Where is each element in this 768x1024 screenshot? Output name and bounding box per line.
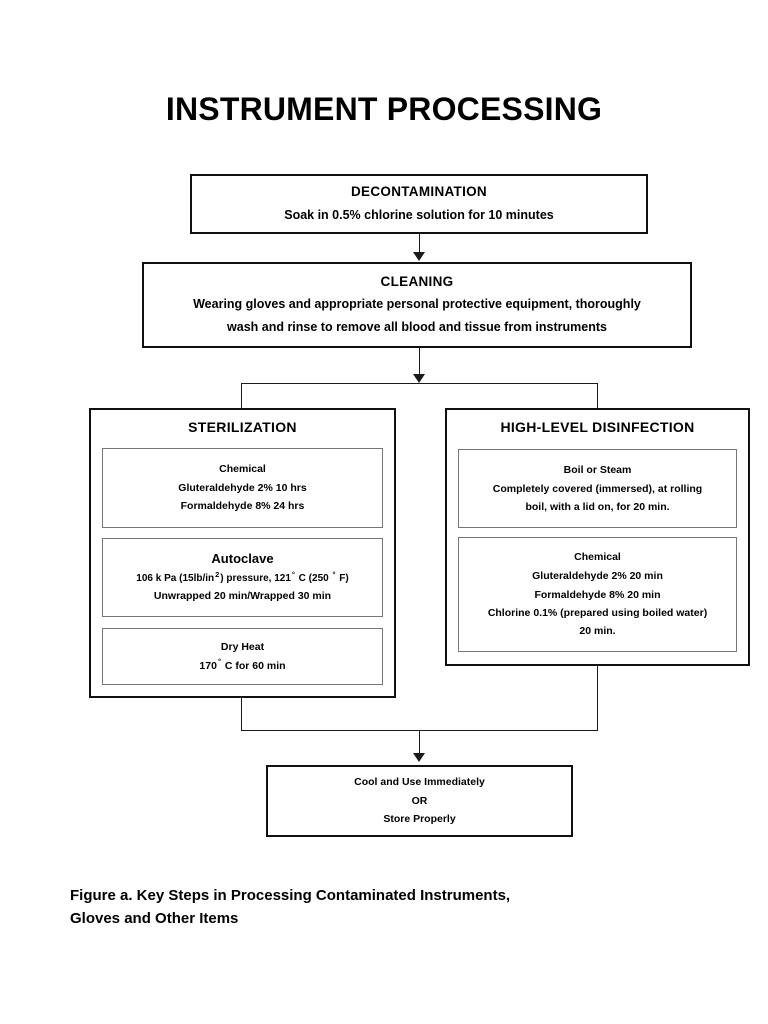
outcome-line-1: Cool and Use Immediately (354, 776, 485, 789)
autoclave-pressure-exponent: 2 (215, 569, 220, 579)
decontamination-heading: DECONTAMINATION (351, 184, 487, 200)
dry-heat-value-prefix: 170 (199, 659, 217, 672)
sterilization-autoclave-line-1: 106 k Pa (15lb/in2) pressure, 121° C (25… (136, 570, 348, 587)
page-title: INSTRUMENT PROCESSING (165, 91, 603, 127)
sterilization-dry-heat-value: 170° C for 60 min (199, 657, 285, 675)
outcome-box: Cool and Use Immediately OR Store Proper… (266, 765, 573, 837)
disinfection-chemical-line-2: Formaldehyde 8% 20 min (534, 588, 661, 601)
sterilization-chemical-line-2: Formaldehyde 8% 24 hrs (180, 500, 305, 513)
merge-leg-right (597, 665, 598, 730)
dry-heat-value-suffix: C for 60 min (221, 659, 286, 672)
figure-caption-line-2: Gloves and Other Items (70, 910, 239, 928)
disinfection-boil-heading: Boil or Steam (563, 463, 632, 476)
connector-cleaning-down (419, 348, 420, 376)
sterilization-dry-heat-heading: Dry Heat (220, 640, 265, 653)
sterilization-autoclave-heading: Autoclave (211, 551, 274, 567)
split-leg-left (241, 383, 242, 409)
disinfection-boil-line-2: boil, with a lid on, for 20 min. (525, 500, 670, 513)
sterilization-autoclave-line-2: Unwrapped 20 min/Wrapped 30 min (153, 590, 332, 603)
arrowhead-split (413, 374, 425, 383)
cleaning-line-2: wash and rinse to remove all blood and t… (227, 320, 607, 335)
disinfection-chemical-line-3: Chlorine 0.1% (prepared using boiled wat… (487, 606, 708, 619)
connector-merge-to-outcome (419, 730, 420, 755)
disinfection-chemical-line-4: 20 min. (579, 625, 616, 638)
cleaning-box: CLEANING Wearing gloves and appropriate … (142, 262, 692, 348)
figure-caption-line-1: Figure a. Key Steps in Processing Contam… (70, 887, 511, 904)
figure-caption: Figure a. Key Steps in Processing Contam… (70, 884, 690, 931)
connector-decontamination-to-cleaning (419, 234, 420, 254)
degree-symbol-icon: ° (217, 657, 221, 667)
split-leg-right (597, 383, 598, 409)
decontamination-line-1: Soak in 0.5% chlorine solution for 10 mi… (284, 208, 554, 223)
autoclave-temp-c: C (250 (295, 573, 332, 585)
merge-leg-left (241, 697, 242, 730)
decontamination-box: DECONTAMINATION Soak in 0.5% chlorine so… (190, 174, 648, 234)
sterilization-autoclave-box: Autoclave 106 k Pa (15lb/in2) pressure, … (102, 538, 383, 617)
sterilization-chemical-heading: Chemical (219, 463, 266, 476)
sterilization-dry-heat-box: Dry Heat 170° C for 60 min (102, 628, 383, 685)
degree-symbol-fahrenheit-icon: ° (332, 569, 336, 579)
arrowhead-outcome (413, 753, 425, 762)
disinfection-chemical-box: Chemical Gluteraldehyde 2% 20 min Formal… (458, 537, 737, 652)
sterilization-chemical-box: Chemical Gluteraldehyde 2% 10 hrs Formal… (102, 448, 383, 528)
disinfection-heading: HIGH-LEVEL DISINFECTION (500, 419, 695, 435)
cleaning-heading: CLEANING (380, 274, 454, 290)
split-bar-horizontal (241, 383, 598, 384)
outcome-line-2: OR (411, 794, 428, 807)
disinfection-chemical-line-1: Gluteraldehyde 2% 20 min (532, 570, 663, 583)
autoclave-temp-f: F) (336, 573, 349, 585)
sterilization-chemical-line-1: Gluteraldehyde 2% 10 hrs (178, 482, 307, 495)
outcome-line-3: Store Properly (383, 813, 456, 826)
autoclave-pressure-mid: ) pressure, 121 (220, 573, 291, 585)
arrowhead-cleaning (413, 252, 425, 261)
disinfection-chemical-heading: Chemical (574, 551, 621, 564)
autoclave-pressure-prefix: 106 k Pa (15lb/in (136, 573, 215, 585)
sterilization-heading: STERILIZATION (188, 419, 297, 435)
disinfection-boil-box: Boil or Steam Completely covered (immers… (458, 449, 737, 528)
degree-symbol-celsius-icon: ° (291, 569, 295, 579)
disinfection-boil-line-1: Completely covered (immersed), at rollin… (492, 482, 703, 495)
cleaning-line-1: Wearing gloves and appropriate personal … (193, 297, 641, 312)
